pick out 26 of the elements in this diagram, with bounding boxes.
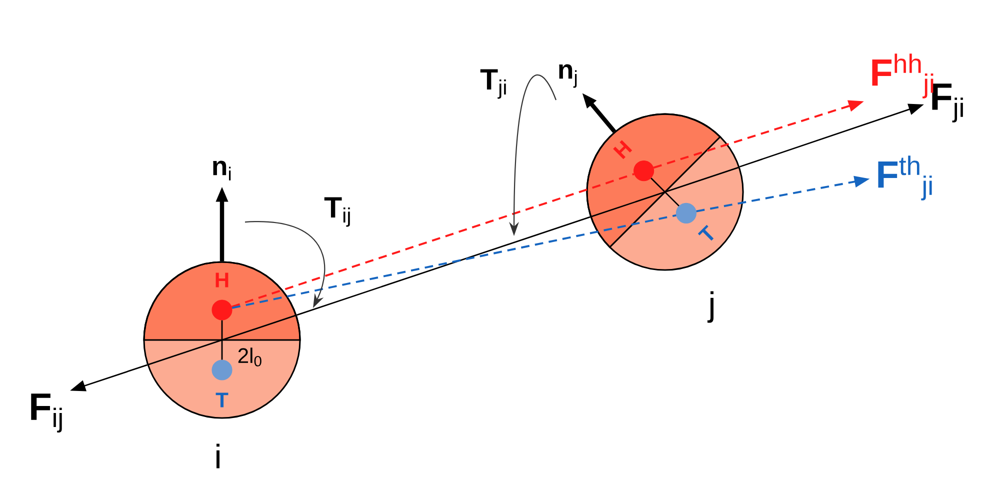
particle xyxy=(586,113,744,271)
vector-label: F$_{ji}$ xyxy=(932,84,963,122)
symbol-label: T$_{ji}$ xyxy=(480,69,506,99)
line xyxy=(221,320,223,360)
particle-label: H xyxy=(216,272,228,288)
vector-label: n$_{j}$ xyxy=(559,64,577,88)
particle-label: H xyxy=(613,140,632,160)
particle-name: i xyxy=(216,444,220,468)
tail-dot xyxy=(676,202,696,224)
particle-label: T xyxy=(698,224,714,241)
vector-label: n$_{i}$ xyxy=(213,160,231,180)
particle xyxy=(143,261,301,419)
head-dot xyxy=(212,300,232,320)
line xyxy=(231,173,634,308)
line xyxy=(232,214,676,309)
particle-name: j xyxy=(707,291,714,323)
tail-dot xyxy=(212,360,232,380)
vector-label: F$^{th}$ji xyxy=(878,156,932,200)
symbol-label: 2l$_{0}$ xyxy=(238,348,262,366)
line xyxy=(650,178,680,206)
vector-label: F$^{hh}$ji xyxy=(872,54,934,98)
line xyxy=(296,216,590,316)
particle-label: T xyxy=(216,392,228,408)
symbol-label: T$_{ij}$ xyxy=(324,197,350,227)
vector-label: F$_{ij}$ xyxy=(31,394,62,433)
head-dot xyxy=(634,160,654,182)
